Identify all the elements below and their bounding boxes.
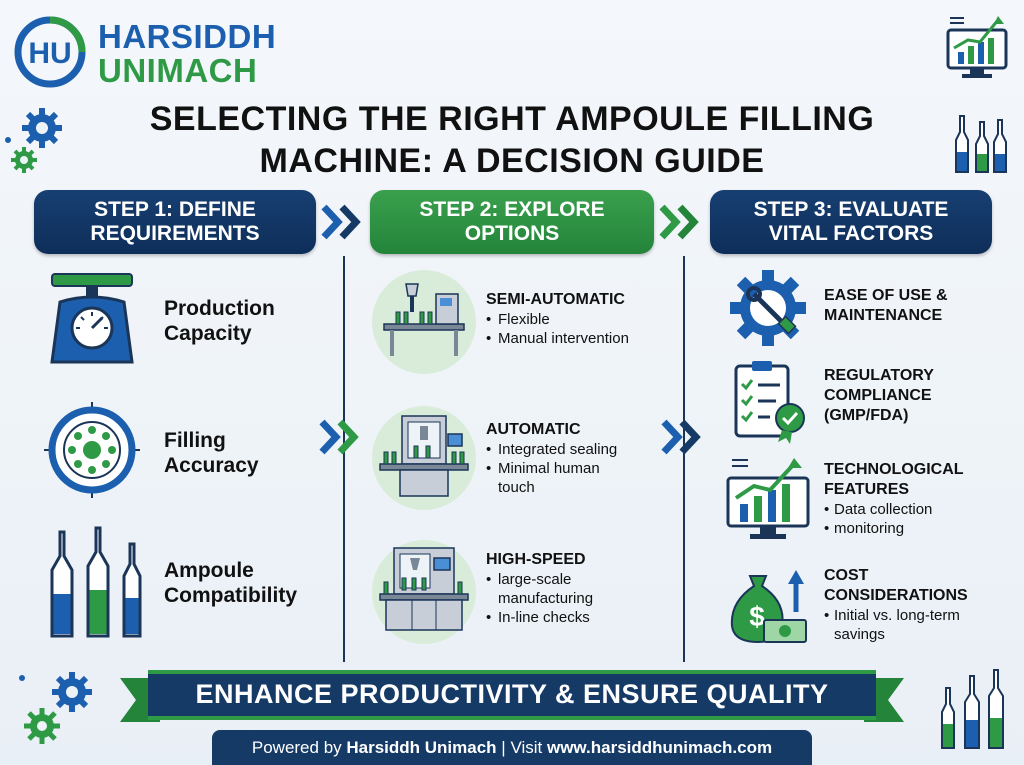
money-bag-icon: $ [730,570,807,644]
target-icon [44,402,140,498]
ampoules-icon [955,115,1007,173]
requirement-ampoule-compatibility: Ampoule Compatibility [164,559,298,607]
semi-automatic-machine-icon [383,283,465,356]
gear-wrench-icon [730,270,806,346]
brand-line1: HARSIDDH [98,18,277,55]
ampoules-icon [50,526,142,638]
title-line1: SELECTING THE RIGHT AMPOULE FILLING [149,100,875,138]
brand-line2: UNIMACH [98,52,258,89]
chevron-right-icon [661,419,701,455]
footer-website-link[interactable]: www.harsiddhunimach.com [546,738,773,757]
high-speed-machine-icon [379,547,469,631]
option-high-speed: HIGH-SPEED •large-scale manufacturing •I… [486,551,594,626]
banner-text: ENHANCE PRODUCTIVITY & ENSURE QUALITY [195,679,829,709]
requirement-filling-accuracy: Filling Accuracy [164,429,259,477]
gears-icon [5,108,62,173]
chevron-right-icon [319,419,359,455]
brand-logo[interactable]: HU HARSIDDH UNIMACH [14,14,304,89]
page-title: SELECTING THE RIGHT AMPOULE FILLING MACH… [70,98,954,182]
option-automatic: AUTOMATIC •Integrated sealing •Minimal h… [486,421,618,496]
scale-icon [50,273,134,364]
chevron-right-icon [659,204,699,240]
column-divider [683,256,685,662]
banner-ribbon [120,670,904,722]
column-divider [343,256,345,662]
compliance-checklist-icon [734,361,805,444]
factor-technological-features: TECHNOLOGICAL FEATURES •Data collection … [824,461,964,537]
svg-text:HU: HU [28,37,71,70]
footer-company: Harsiddh Unimach [346,738,497,757]
monitor-chart-icon [726,458,810,539]
ampoules-icon [941,669,1004,749]
factor-ease-of-use: EASE OF USE & MAINTENANCE [824,287,948,324]
monitor-chart-icon [946,16,1008,78]
factor-cost-considerations: COST CONSIDERATIONS •Initial vs. long-te… [824,567,968,643]
factor-regulatory-compliance: REGULATORY COMPLIANCE (GMP/FDA) [824,367,934,424]
automatic-machine-icon [379,415,469,497]
gears-icon [19,672,92,744]
chevron-right-icon [321,204,361,240]
svg-text:$: $ [749,601,765,632]
footer-bar: Powered by Harsiddh Unimach | Visit www.… [212,730,812,765]
requirement-production-capacity: Production Capacity [164,297,275,345]
hu-logo-icon: HU [14,16,86,88]
option-semi-automatic: SEMI-AUTOMATIC •Flexible •Manual interve… [486,291,629,347]
title-line2: MACHINE: A DECISION GUIDE [259,142,765,180]
